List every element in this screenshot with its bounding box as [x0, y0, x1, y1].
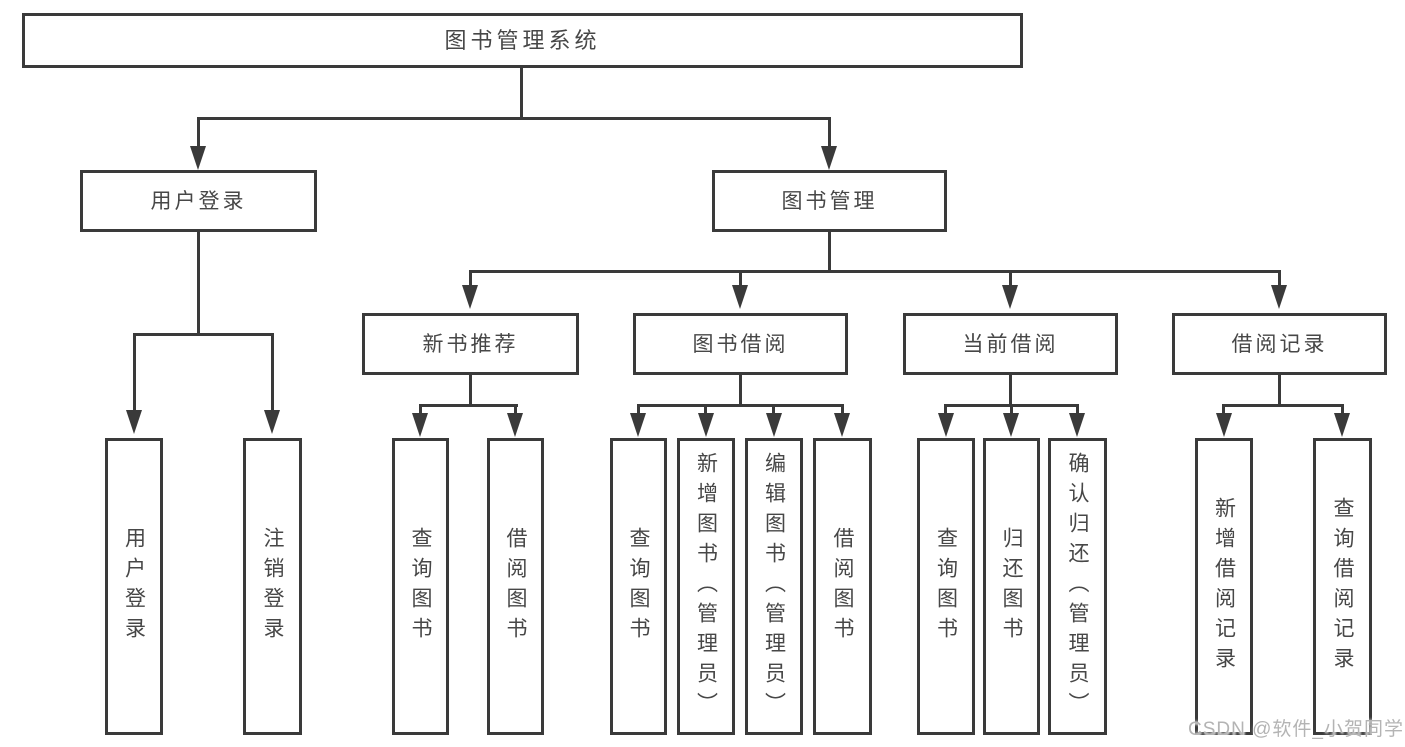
arrowhead-current-return — [1003, 413, 1019, 437]
node-borrow-records: 借阅记录 — [1172, 313, 1387, 375]
arrowhead-borrow-edit — [766, 413, 782, 437]
node-current-borrow: 当前借阅 — [903, 313, 1118, 375]
connector-mgmt-stem-3 — [1009, 270, 1012, 287]
connector-records-stem-1 — [1222, 404, 1225, 416]
arrowhead-current-query — [938, 413, 954, 437]
arrowhead-book-management — [821, 146, 837, 170]
arrowhead-recommend-borrow — [507, 413, 523, 437]
csdn-watermark: CSDN @软件_小贺同学 — [1188, 719, 1404, 740]
connector-recommend-stem-1 — [419, 404, 422, 416]
connector-borrow-stem-1 — [637, 404, 640, 416]
connector-recommend-stem-2 — [514, 404, 517, 416]
connector-mgmt-hline — [469, 270, 1281, 273]
node-book-borrow-label: 图书借阅 — [692, 332, 789, 356]
arrowhead-records-add — [1216, 413, 1232, 437]
leaf-add-borrow-record: 新增借阅记录 — [1195, 438, 1253, 735]
connector-login-stem-2 — [271, 333, 274, 412]
node-book-management: 图书管理 — [712, 170, 947, 232]
arrowhead-borrow-add — [698, 413, 714, 437]
leaf-recommend-borrow-book-label: 借阅图书 — [504, 526, 527, 647]
leaf-edit-book-admin-label: 编辑图书（管理员） — [762, 451, 786, 722]
connector-mgmt-stem-1 — [469, 270, 472, 287]
connector-recommend-vline — [469, 375, 472, 406]
node-user-login-label: 用户登录 — [150, 189, 247, 213]
arrowhead-book-borrow — [732, 285, 748, 309]
leaf-return-book-label: 归还图书 — [1000, 526, 1023, 647]
arrowhead-user-login — [190, 146, 206, 170]
node-new-book-recommend: 新书推荐 — [362, 313, 579, 375]
leaf-current-query-book-label: 查询图书 — [934, 526, 958, 647]
node-current-borrow-label: 当前借阅 — [962, 332, 1059, 356]
node-user-login: 用户登录 — [80, 170, 317, 232]
node-book-management-label: 图书管理 — [781, 189, 878, 213]
arrowhead-leaf-logout — [264, 410, 280, 434]
connector-mgmt-stem-2 — [739, 270, 742, 287]
connector-current-vline — [1009, 375, 1012, 406]
leaf-borrow-borrow-book: 借阅图书 — [813, 438, 872, 735]
connector-root-hline — [197, 117, 831, 120]
connector-mgmt-stem-4 — [1278, 270, 1281, 287]
leaf-recommend-query-book-label: 查询图书 — [409, 526, 432, 647]
connector-mgmt-vline — [828, 232, 831, 272]
leaf-confirm-return-admin: 确认归还（管理员） — [1048, 438, 1107, 735]
node-root: 图书管理系统 — [22, 13, 1023, 68]
connector-login-vline — [197, 232, 200, 335]
arrowhead-leaf-user-login — [126, 410, 142, 434]
arrowhead-borrow-query — [630, 413, 646, 437]
arrowhead-current-confirm — [1069, 413, 1085, 437]
connector-records-hline — [1222, 404, 1344, 407]
connector-current-stem-1 — [944, 404, 947, 416]
leaf-recommend-borrow-book: 借阅图书 — [487, 438, 544, 735]
arrowhead-borrow-records — [1271, 285, 1287, 309]
connector-records-vline — [1278, 375, 1281, 406]
leaf-confirm-return-admin-label: 确认归还（管理员） — [1066, 451, 1089, 722]
connector-root-stem-left — [197, 117, 200, 149]
node-root-label: 图书管理系统 — [444, 27, 601, 53]
connector-current-stem-3 — [1076, 404, 1079, 416]
connector-root-vline — [520, 68, 523, 120]
arrowhead-borrow-borrow — [834, 413, 850, 437]
leaf-query-borrow-record-label: 查询借阅记录 — [1331, 496, 1354, 677]
leaf-borrow-query-book: 查询图书 — [610, 438, 667, 735]
connector-records-stem-2 — [1341, 404, 1344, 416]
connector-borrow-stem-2 — [704, 404, 707, 416]
leaf-add-book-admin: 新增图书（管理员） — [677, 438, 735, 735]
leaf-logout: 注销登录 — [243, 438, 302, 735]
arrowhead-new-book — [462, 285, 478, 309]
connector-borrow-stem-3 — [772, 404, 775, 416]
leaf-logout-label: 注销登录 — [261, 526, 284, 647]
connector-recommend-hline — [419, 404, 518, 407]
node-borrow-records-label: 借阅记录 — [1231, 332, 1328, 356]
leaf-edit-book-admin: 编辑图书（管理员） — [745, 438, 803, 735]
node-new-book-recommend-label: 新书推荐 — [422, 332, 519, 356]
leaf-borrow-query-book-label: 查询图书 — [627, 526, 650, 647]
connector-borrow-stem-4 — [841, 404, 844, 416]
leaf-add-book-admin-label: 新增图书（管理员） — [694, 451, 718, 722]
connector-root-stem-right — [828, 117, 831, 149]
node-book-borrow: 图书借阅 — [633, 313, 848, 375]
arrowhead-recommend-query — [412, 413, 428, 437]
connector-borrow-hline — [637, 404, 844, 407]
leaf-borrow-borrow-book-label: 借阅图书 — [831, 526, 854, 647]
leaf-recommend-query-book: 查询图书 — [392, 438, 449, 735]
connector-current-stem-2 — [1010, 404, 1013, 416]
connector-login-stem-1 — [133, 333, 136, 412]
leaf-query-borrow-record: 查询借阅记录 — [1313, 438, 1372, 735]
connector-login-hline — [133, 333, 274, 336]
arrowhead-current-borrow — [1002, 285, 1018, 309]
leaf-user-login-label: 用户登录 — [122, 526, 146, 647]
connector-borrow-vline — [739, 375, 742, 406]
arrowhead-records-query — [1334, 413, 1350, 437]
leaf-current-query-book: 查询图书 — [917, 438, 975, 735]
leaf-add-borrow-record-label: 新增借阅记录 — [1212, 496, 1236, 677]
leaf-return-book: 归还图书 — [983, 438, 1040, 735]
leaf-user-login: 用户登录 — [105, 438, 163, 735]
